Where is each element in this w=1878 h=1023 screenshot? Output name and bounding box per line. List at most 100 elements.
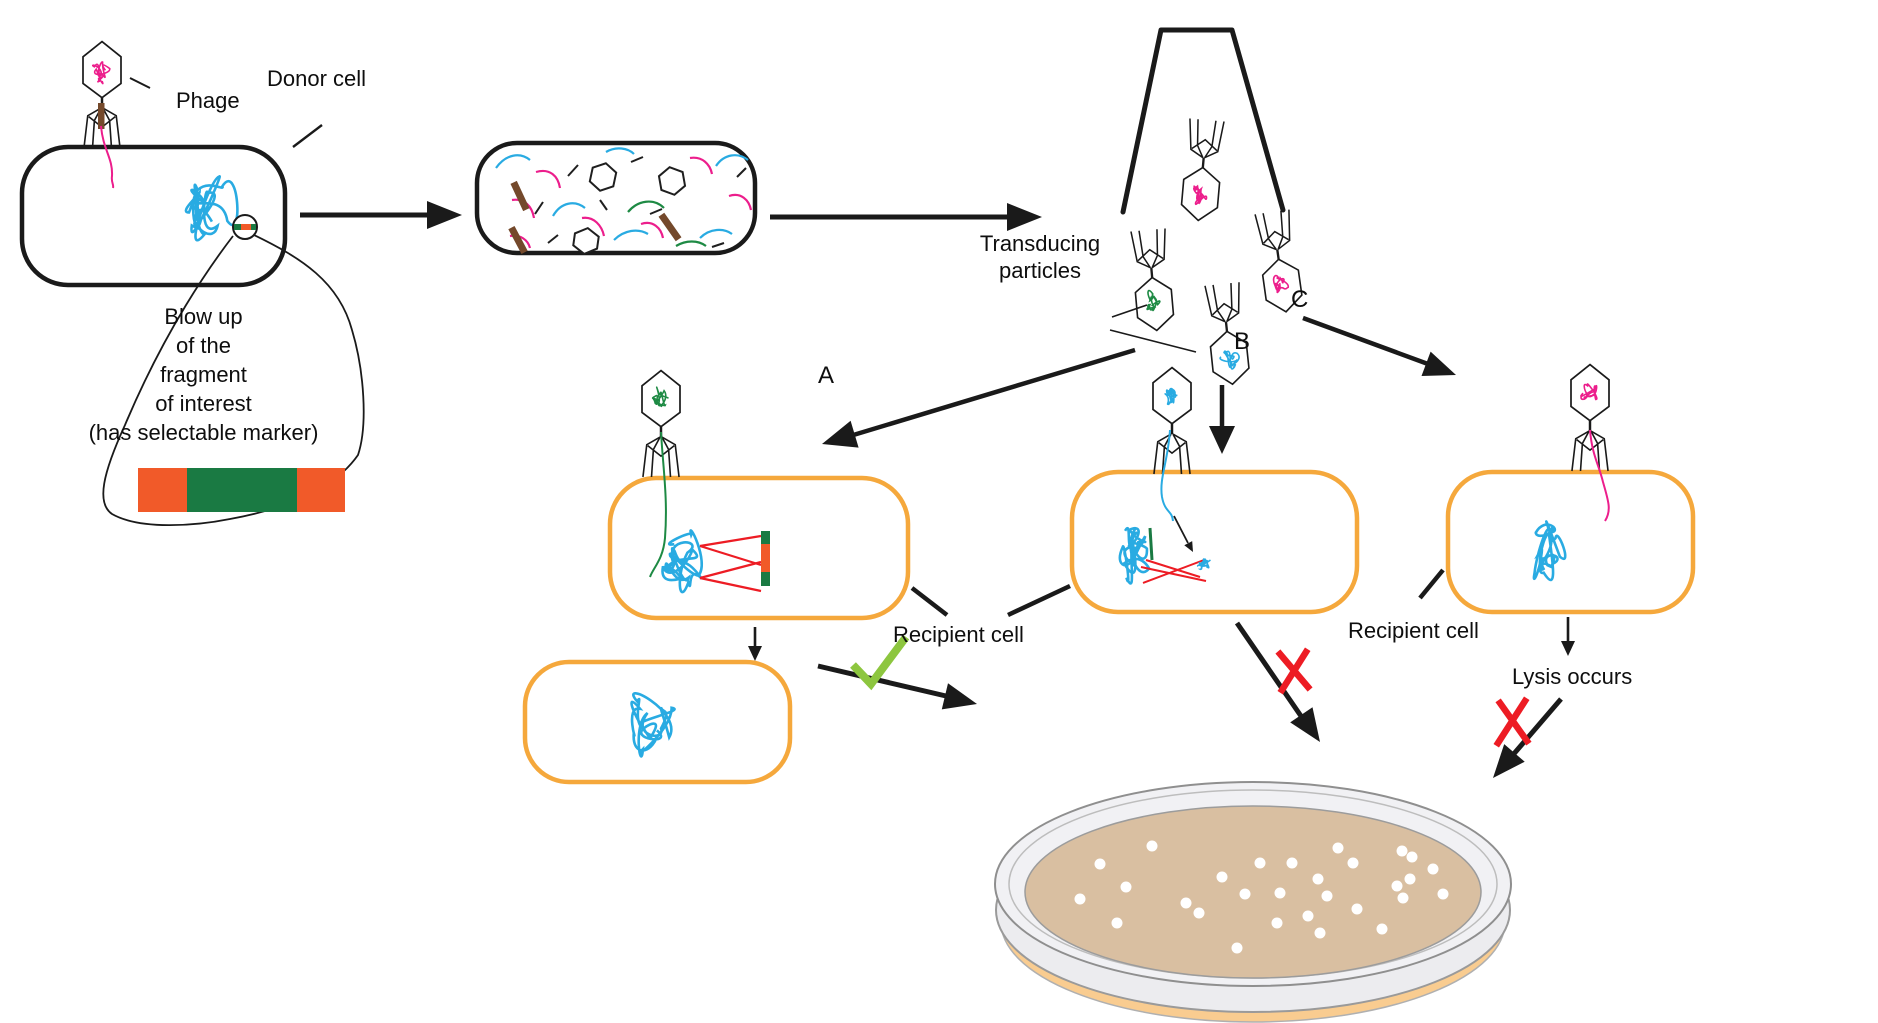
cross-mark-b-icon: [1275, 647, 1313, 695]
transduced-cell-unit: [522, 659, 793, 785]
recipient-a-label-leader: [910, 586, 949, 617]
injected-green-strand: [649, 431, 667, 578]
arrowhead: [1290, 707, 1320, 742]
colony-dot: [1193, 907, 1205, 919]
mini-marker-green: [234, 224, 241, 230]
phage-label-leader: [129, 77, 151, 89]
colony-dot: [1239, 888, 1251, 900]
arrowhead: [748, 646, 762, 661]
fragment-of-interest-bar: [138, 468, 345, 512]
marker-bar-center-green: [187, 468, 297, 512]
path-b-label: B: [1234, 328, 1251, 355]
injected-pink-strand: [1589, 429, 1610, 522]
recipient-cell-a-label: Recipient cell: [893, 622, 1024, 647]
colony-dot: [1397, 892, 1409, 904]
colony-dot: [1437, 888, 1449, 900]
dna-fragments-green: [627, 200, 707, 247]
blowup-cone: [102, 233, 365, 527]
donor-cell-unit: [19, 40, 365, 527]
recipient-cell-c-outline: [1445, 469, 1696, 615]
check-mark-icon: [850, 634, 910, 691]
particle-dna-green: [1146, 289, 1161, 312]
transducing-particle-green-icon: [1128, 227, 1176, 334]
phage-head-dna-green: [651, 386, 670, 408]
small-dna-dashes: [534, 156, 747, 248]
integrating-fragment-bar: [761, 531, 770, 586]
arrowhead: [1007, 203, 1042, 231]
path-c-label: C: [1291, 286, 1309, 313]
arrow-c-to-plate: [1493, 697, 1563, 778]
transduced-chromosome: [630, 692, 676, 758]
arrowhead: [1209, 426, 1235, 454]
colony-dot: [1347, 857, 1359, 869]
colony-dot: [1231, 942, 1243, 954]
colony-dot: [1111, 917, 1123, 929]
arrow-path-c: [1302, 315, 1456, 376]
recipient-b-label-leader: [1007, 583, 1071, 618]
recipient-cell-b-outline: [1069, 469, 1360, 615]
colony-dot: [1094, 858, 1106, 870]
colony-dot: [1376, 923, 1388, 935]
transduced-cell-outline: [522, 659, 793, 785]
phage-tail: [98, 103, 105, 129]
phage-head-dna-pink: [92, 61, 111, 85]
marker-bar-right-orange: [297, 468, 345, 512]
arrow-to-fragment: [1173, 515, 1193, 552]
petri-dish: [994, 781, 1512, 1023]
particle-dna-cyan: [1219, 350, 1240, 370]
blowup-caption: Blow up of the fragment of interest (has…: [86, 302, 321, 447]
particle-dna-pink2: [1272, 274, 1289, 294]
colony-dot: [1351, 903, 1363, 915]
lysis-occurs-label: Lysis occurs: [1512, 664, 1633, 689]
phage-on-recipient-a-icon: [640, 369, 682, 479]
phage-head-dna-pink-c: [1580, 383, 1598, 401]
arrowhead: [1421, 351, 1456, 376]
donor-chromosome-tangle: [184, 175, 239, 242]
colony-dot: [1332, 842, 1344, 854]
arrowhead: [1493, 744, 1525, 778]
phage-on-recipient-b-icon: [1151, 366, 1193, 476]
burst-cell-outline: [1120, 27, 1286, 215]
dna-fragments-cyan: [495, 147, 749, 241]
colony-dot: [1180, 897, 1192, 909]
colony-dot: [1302, 910, 1314, 922]
phage-particle-in-burst-icon: [1179, 117, 1227, 224]
mini-marker-orange: [241, 224, 251, 230]
colony-dot: [1286, 857, 1298, 869]
cross-mark-c-icon: [1493, 696, 1532, 748]
tail-fragments-brown: [508, 180, 682, 255]
burst-cell-unit: [1109, 27, 1306, 388]
blowup-line-5: (has selectable marker): [88, 420, 319, 445]
arrowhead: [1561, 641, 1575, 656]
recipient-b-chromosome: [1118, 526, 1151, 585]
recipient-c-label-leader: [1418, 568, 1445, 600]
donor-label-leader: [292, 124, 323, 148]
colony-dot: [1396, 845, 1408, 857]
colony-dot: [1274, 887, 1286, 899]
recipient-cell-c-label: Recipient cell: [1348, 618, 1479, 643]
particle-dna-pink: [1193, 184, 1208, 206]
phage-on-recipient-c-icon: [1569, 363, 1611, 473]
marker-bar-left-orange: [138, 468, 187, 512]
colony-dot: [1391, 880, 1403, 892]
phage-head-dna-cyan: [1164, 387, 1178, 406]
blowup-line-3: fragment: [160, 362, 247, 387]
colony-dot: [1120, 881, 1132, 893]
transducing-line-1: Transducing: [979, 231, 1101, 256]
arrow-c-down: [1561, 617, 1575, 656]
colony-dot: [1254, 857, 1266, 869]
colony-dot: [1312, 873, 1324, 885]
transducing-leader-1: [1111, 304, 1148, 318]
recipient-c-chromosome: [1532, 520, 1567, 582]
arrow-b-to-plate: [1234, 621, 1320, 742]
agar-surface: [1024, 805, 1482, 979]
arrow-a-down: [748, 627, 762, 661]
recipient-cell-b-unit: [1069, 366, 1360, 615]
arrow-lysed-to-burst: [770, 203, 1042, 231]
colony-dot: [1406, 851, 1418, 863]
arrow-path-a: [822, 347, 1136, 448]
recipient-cell-c-unit: [1418, 363, 1696, 656]
transducing-line-2: particles: [999, 258, 1081, 283]
